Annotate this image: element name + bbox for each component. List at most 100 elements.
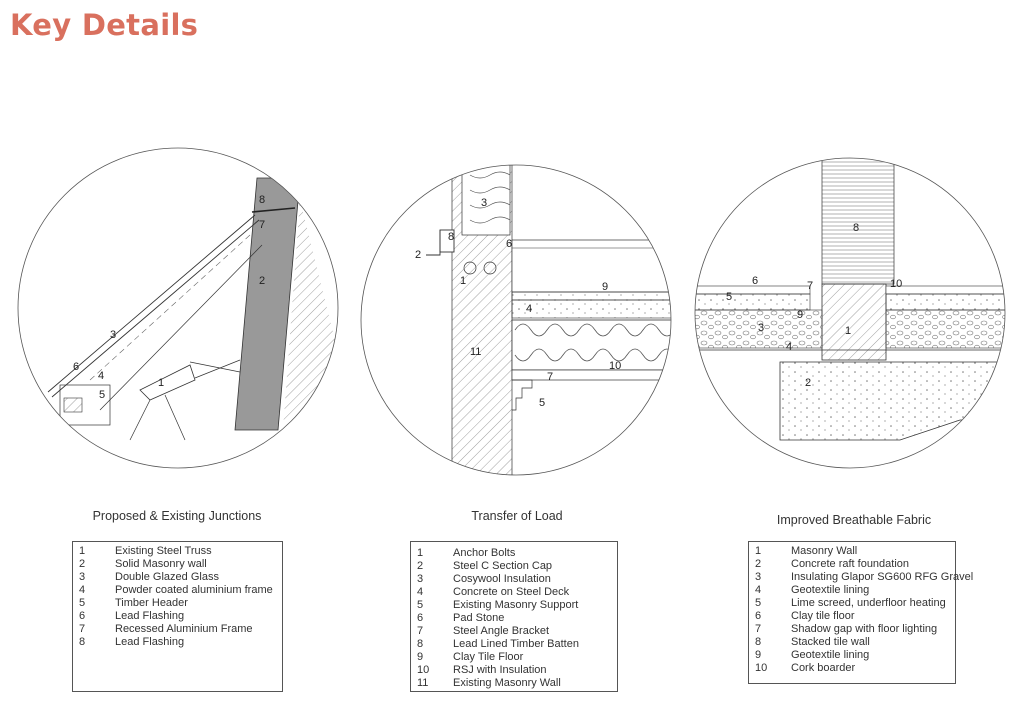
legend-item: 4 Concrete on Steel Deck — [417, 586, 617, 599]
legend-item-text: Cosywool Insulation — [453, 573, 551, 585]
d2-callout-2: 2 — [415, 249, 421, 261]
legend-item-number: 2 — [755, 558, 762, 570]
legend-item-text: Concrete on Steel Deck — [453, 586, 570, 598]
d1-callout-3: 3 — [110, 329, 116, 341]
legend-item-number: 4 — [755, 584, 762, 596]
d3-callout-5: 5 — [726, 291, 732, 303]
legend-item: 6 Clay tile floor — [755, 610, 955, 623]
legend-item-number: 7 — [755, 623, 762, 635]
detail-3-drawing — [695, 158, 1005, 441]
legend-item-text: Timber Header — [115, 597, 188, 609]
legend-item-number: 1 — [79, 545, 86, 557]
detail-1-drawing — [47, 177, 338, 468]
d2-callout-10: 10 — [609, 360, 621, 372]
d3-callout-6: 6 — [752, 275, 758, 287]
legend-item-text: Lead Lined Timber Batten — [453, 638, 579, 650]
legend-item-number: 8 — [79, 636, 86, 648]
legend-item: 5 Lime screed, underfloor heating — [755, 597, 955, 610]
legend-item-text: Clay Tile Floor — [453, 651, 524, 663]
d2-callout-8: 8 — [448, 231, 454, 243]
legend-item: 10 Cork boarder — [755, 662, 955, 675]
legend-item-number: 8 — [417, 638, 424, 650]
d3-callout-8: 8 — [853, 222, 859, 234]
legend-item-number: 5 — [417, 599, 424, 611]
d1-callout-8: 8 — [259, 194, 265, 206]
legend-item: 3 Cosywool Insulation — [417, 573, 617, 586]
legend-item-number: 2 — [79, 558, 86, 570]
legend-item-text: Double Glazed Glass — [115, 571, 219, 583]
d2-callout-1: 1 — [460, 275, 466, 287]
legend-item-text: Lime screed, underfloor heating — [791, 597, 946, 609]
d3-callout-1: 1 — [845, 325, 851, 337]
d2-callout-9: 9 — [602, 281, 608, 293]
legend-item-text: RSJ with Insulation — [453, 664, 547, 676]
legend-item: 8 Lead Flashing — [79, 636, 282, 649]
d1-callout-2: 2 — [259, 275, 265, 287]
page-title: Key Details — [10, 8, 199, 42]
legend-item-number: 5 — [755, 597, 762, 609]
detail-3-caption: Improved Breathable Fabric — [776, 513, 932, 527]
d1-callout-6: 6 — [73, 361, 79, 373]
legend-item-text: Steel C Section Cap — [453, 560, 553, 572]
legend-item: 9 Clay Tile Floor — [417, 651, 617, 664]
detail-2-drawing — [426, 165, 671, 475]
legend-item-number: 6 — [755, 610, 762, 622]
legend-item-text: Cork boarder — [791, 662, 856, 674]
legend-item-number: 4 — [417, 586, 424, 598]
legend-item-number: 9 — [417, 651, 424, 663]
legend-item-number: 3 — [79, 571, 86, 583]
d2-callout-6: 6 — [506, 238, 512, 250]
legend-item-number: 2 — [417, 560, 424, 572]
d3-callout-3: 3 — [758, 322, 764, 334]
legend-item-text: Clay tile floor — [791, 610, 855, 622]
legend-item-number: 9 — [755, 649, 762, 661]
legend-item-number: 3 — [755, 571, 762, 583]
legend-item: 4 Powder coated aluminium frame — [79, 584, 282, 597]
detail-2-caption: Transfer of Load — [471, 509, 563, 523]
d2-callout-11: 11 — [470, 346, 481, 358]
legend-item-text: Existing Steel Truss — [115, 545, 212, 557]
d1-callout-1: 1 — [158, 377, 164, 389]
legend-item: 11 Existing Masonry Wall — [417, 677, 617, 690]
legend-item: 8 Lead Lined Timber Batten — [417, 638, 617, 651]
d3-callout-4: 4 — [786, 341, 792, 353]
d1-callout-7: 7 — [259, 219, 265, 231]
legend-item-text: Geotextile lining — [791, 649, 870, 661]
legend-item-text: Existing Masonry Wall — [453, 677, 561, 689]
legend-item-number: 10 — [417, 664, 430, 676]
legend-item-text: Lead Flashing — [115, 636, 185, 648]
legend-item-number: 1 — [417, 547, 424, 559]
legend-item: 2 Steel C Section Cap — [417, 560, 617, 573]
d3-callout-9: 9 — [797, 309, 803, 321]
d2-callout-4: 4 — [526, 303, 532, 315]
legend-item-number: 10 — [755, 662, 768, 674]
legend-item: 3 Double Glazed Glass — [79, 571, 282, 584]
legend-item: 10 RSJ with Insulation — [417, 664, 617, 677]
legend-item-number: 3 — [417, 573, 424, 585]
legend-item-number: 7 — [417, 625, 424, 637]
legend-item-number: 4 — [79, 584, 86, 596]
legend-item: 1 Masonry Wall — [755, 545, 955, 558]
legend-item-number: 5 — [79, 597, 86, 609]
d3-callout-7: 7 — [807, 280, 813, 292]
legend-item-text: Lead Flashing — [115, 610, 185, 622]
legend-item-text: Powder coated aluminium frame — [115, 584, 273, 596]
d2-callout-3: 3 — [481, 197, 487, 209]
legend-item-number: 8 — [755, 636, 762, 648]
legend-item-number: 1 — [755, 545, 762, 557]
legend-item-text: Masonry Wall — [791, 545, 858, 557]
detail-1-caption: Proposed & Existing Junctions — [92, 509, 262, 523]
legend-item-number: 11 — [417, 677, 429, 689]
